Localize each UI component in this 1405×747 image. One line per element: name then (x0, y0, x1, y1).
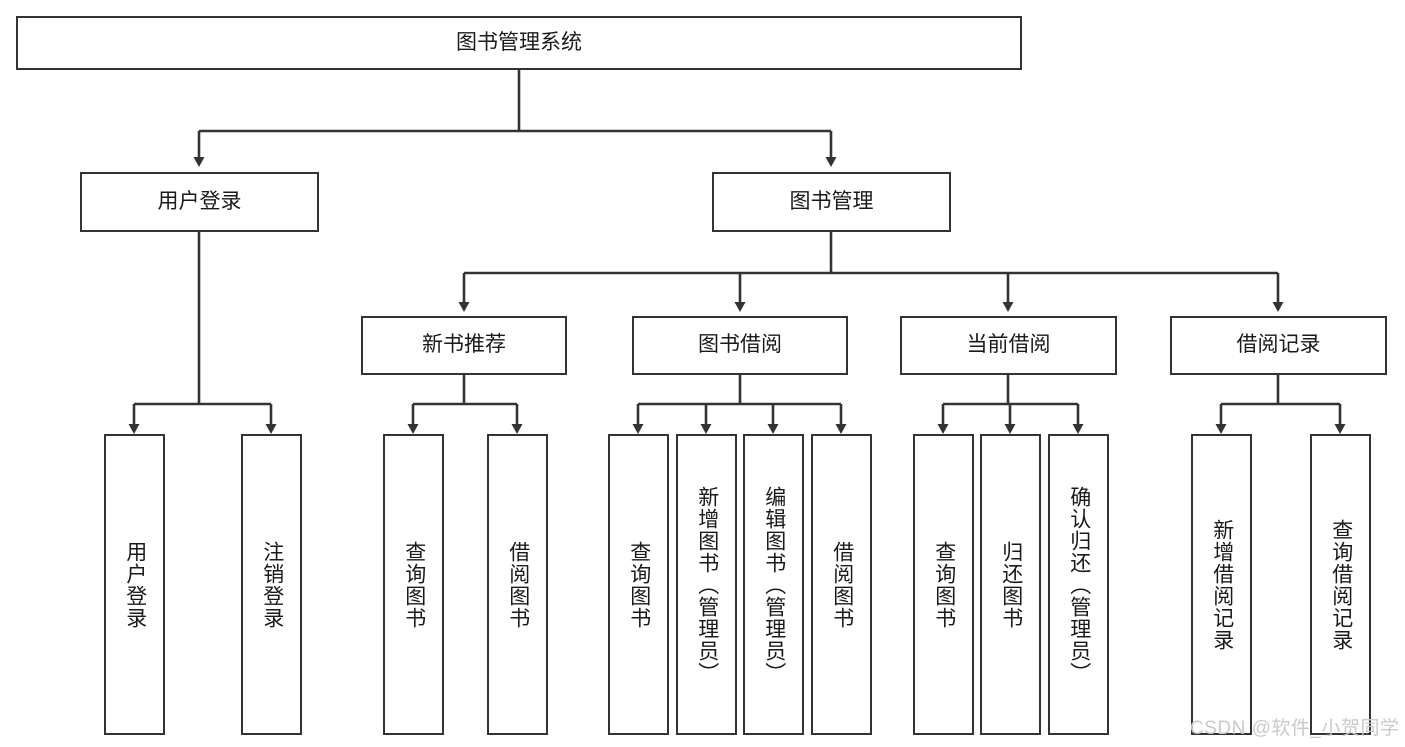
leaf-logout-login[interactable]: 注销登录 (241, 434, 302, 735)
node-user-login[interactable]: 用户登录 (80, 172, 319, 232)
leaf-record-query-borrow-record[interactable]: 查询借阅记录 (1310, 434, 1371, 735)
node-label: 图书借阅 (698, 333, 782, 357)
node-label: 图书管理系统 (456, 30, 582, 54)
node-label: 图书管理 (789, 189, 874, 213)
leaf-current-confirm-return-admin[interactable]: 确认归还（管理员） (1048, 434, 1109, 735)
node-current-borrow[interactable]: 当前借阅 (900, 316, 1117, 375)
csdn-watermark: CSDN @软件_小贺同学 (1190, 718, 1400, 739)
leaf-borrow-query-book[interactable]: 查询图书 (608, 434, 669, 735)
leaf-record-add-borrow-record[interactable]: 新增借阅记录 (1191, 434, 1252, 735)
node-label: 确认归还（管理员） (1067, 485, 1091, 684)
node-label: 用户登录 (123, 540, 147, 629)
node-label: 借阅图书 (830, 540, 854, 629)
leaf-borrow-edit-book-admin[interactable]: 编辑图书（管理员） (743, 434, 804, 735)
node-label: 编辑图书（管理员） (762, 485, 786, 684)
leaf-borrow-borrow-book[interactable]: 借阅图书 (811, 434, 872, 735)
node-book-management[interactable]: 图书管理 (712, 172, 951, 232)
node-label: 查询图书 (402, 540, 426, 629)
node-label: 归还图书 (999, 540, 1023, 629)
leaf-newbook-query-book[interactable]: 查询图书 (383, 434, 444, 735)
node-label: 查询借阅记录 (1329, 518, 1353, 651)
node-label: 查询图书 (932, 540, 956, 629)
node-label: 当前借阅 (966, 333, 1051, 357)
node-new-book-recommend[interactable]: 新书推荐 (361, 316, 567, 375)
leaf-borrow-add-book-admin[interactable]: 新增图书（管理员） (676, 434, 737, 735)
node-label: 新增图书（管理员） (695, 485, 719, 684)
node-root-book-management-system[interactable]: 图书管理系统 (16, 16, 1022, 70)
node-label: 注销登录 (260, 540, 284, 629)
node-label: 借阅图书 (506, 540, 530, 629)
node-label: 新增借阅记录 (1210, 518, 1234, 651)
node-label: 新书推荐 (422, 333, 506, 357)
node-label: 借阅记录 (1236, 333, 1321, 357)
leaf-newbook-borrow-book[interactable]: 借阅图书 (487, 434, 548, 735)
leaf-current-query-book[interactable]: 查询图书 (913, 434, 974, 735)
leaf-current-return-book[interactable]: 归还图书 (980, 434, 1041, 735)
node-label: 查询图书 (627, 540, 651, 629)
node-borrow-record[interactable]: 借阅记录 (1170, 316, 1387, 375)
node-book-borrow[interactable]: 图书借阅 (632, 316, 848, 375)
leaf-user-login[interactable]: 用户登录 (104, 434, 165, 735)
node-label: 用户登录 (157, 189, 242, 213)
